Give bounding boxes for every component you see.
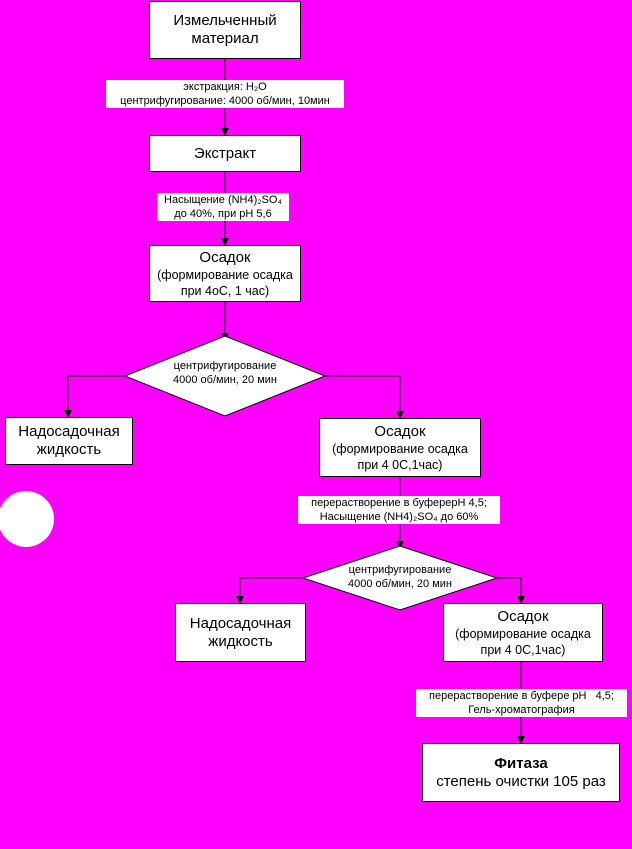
edge-label-redissolve-60-line2: Насыщение (NH4)₂SO₄ до 60% bbox=[319, 511, 479, 523]
decision1-diamond bbox=[123, 335, 327, 417]
node-sediment1-line1: (формирование осадка bbox=[157, 267, 293, 282]
edge-label-extraction-line2: центрифугирование: 4000 об/мин, 10мин bbox=[120, 95, 330, 107]
decision2-line1: центрифугирование bbox=[348, 564, 452, 576]
node-material-line2: материал bbox=[191, 30, 259, 47]
edge-label-saturation-40-line2: до 40%, при pH 5,6 bbox=[174, 208, 272, 220]
node-supernatant1: Надосадочная жидкость bbox=[5, 417, 133, 465]
node-extract-text: Экстракт bbox=[193, 144, 257, 162]
white-circle bbox=[0, 491, 54, 547]
edge-label-extraction-line1: экстракция: H₂O bbox=[183, 81, 267, 93]
decision1-line2: 4000 об/мин, 20 мин bbox=[173, 374, 277, 386]
edge-label-gel-chromatography: перерастворение в буфере рН 4,5; Гель-хр… bbox=[416, 689, 627, 717]
node-sediment3-line1: (формирование осадка bbox=[455, 626, 591, 641]
node-sediment3-line2: при 4 0С,1час) bbox=[480, 642, 566, 657]
node-sediment3: Осадок (формирование осадка при 4 0С,1ча… bbox=[443, 603, 603, 662]
node-supernatant2-line1: Надосадочная bbox=[189, 614, 292, 632]
node-supernatant2-line2: жидкость bbox=[208, 632, 273, 650]
decision2-line2: 4000 об/мин, 20 мин bbox=[348, 578, 452, 590]
decision2-diamond bbox=[301, 545, 499, 611]
node-phytase-title: Фитаза bbox=[494, 754, 548, 772]
edge-label-saturation-40-line1: Насыщение (NH4)₂SO₄ bbox=[164, 194, 282, 206]
node-sediment1: Осадок (формирование осадка при 4оС, 1 ч… bbox=[149, 245, 301, 302]
node-extract: Экстракт bbox=[149, 135, 301, 172]
decision2-text: центрифугирование 4000 об/мин, 20 мин bbox=[325, 563, 475, 591]
node-supernatant1-line2: жидкость bbox=[36, 441, 102, 458]
node-phytase-line1: степень очистки 105 раз bbox=[436, 772, 606, 790]
decision1-line1: центрифугирование bbox=[173, 360, 277, 372]
node-sediment3-title: Осадок bbox=[497, 607, 549, 625]
arrow-decision2-supernatant2 bbox=[236, 577, 303, 604]
node-sediment1-title: Осадок bbox=[199, 248, 251, 266]
node-phytase: Фитаза степень очистки 105 раз bbox=[422, 743, 620, 802]
edge-label-saturation-40: Насыщение (NH4)₂SO₄ до 40%, при pH 5,6 bbox=[157, 193, 289, 221]
edge-label-gel-chromatography-line1: перерастворение в буфере рН 4,5; bbox=[429, 690, 614, 702]
node-supernatant1-line1: Надосадочная bbox=[18, 423, 120, 440]
edge-label-redissolve-60: перерастворение в буферерН 4,5; Насыщени… bbox=[298, 496, 500, 524]
edge-label-redissolve-60-line1: перерастворение в буферерН 4,5; bbox=[311, 497, 487, 509]
arrow-decision1-supernatant1 bbox=[64, 375, 125, 418]
edge-label-extraction: экстракция: H₂O центрифугирование: 4000 … bbox=[106, 80, 344, 108]
node-sediment2-line2: при 4 0С,1час) bbox=[357, 457, 443, 472]
node-material-line1: Измельченный bbox=[173, 12, 277, 29]
decision1-text: центрифугирование 4000 об/мин, 20 мин bbox=[150, 359, 300, 387]
node-sediment1-line2: при 4оС, 1 час) bbox=[180, 283, 270, 298]
node-sediment2-title: Осадок bbox=[374, 422, 426, 440]
node-sediment2: Осадок (формирование осадка при 4 0С,1ча… bbox=[319, 418, 481, 477]
node-supernatant2: Надосадочная жидкость bbox=[175, 603, 306, 662]
arrow-decision1-sediment2 bbox=[325, 375, 404, 419]
node-sediment2-line1: (формирование осадка bbox=[332, 441, 468, 456]
node-material: Измельченный материал bbox=[149, 1, 301, 59]
edge-label-gel-chromatography-line2: Гель-хроматография bbox=[468, 704, 575, 716]
arrow-decision2-sediment3 bbox=[497, 577, 525, 604]
